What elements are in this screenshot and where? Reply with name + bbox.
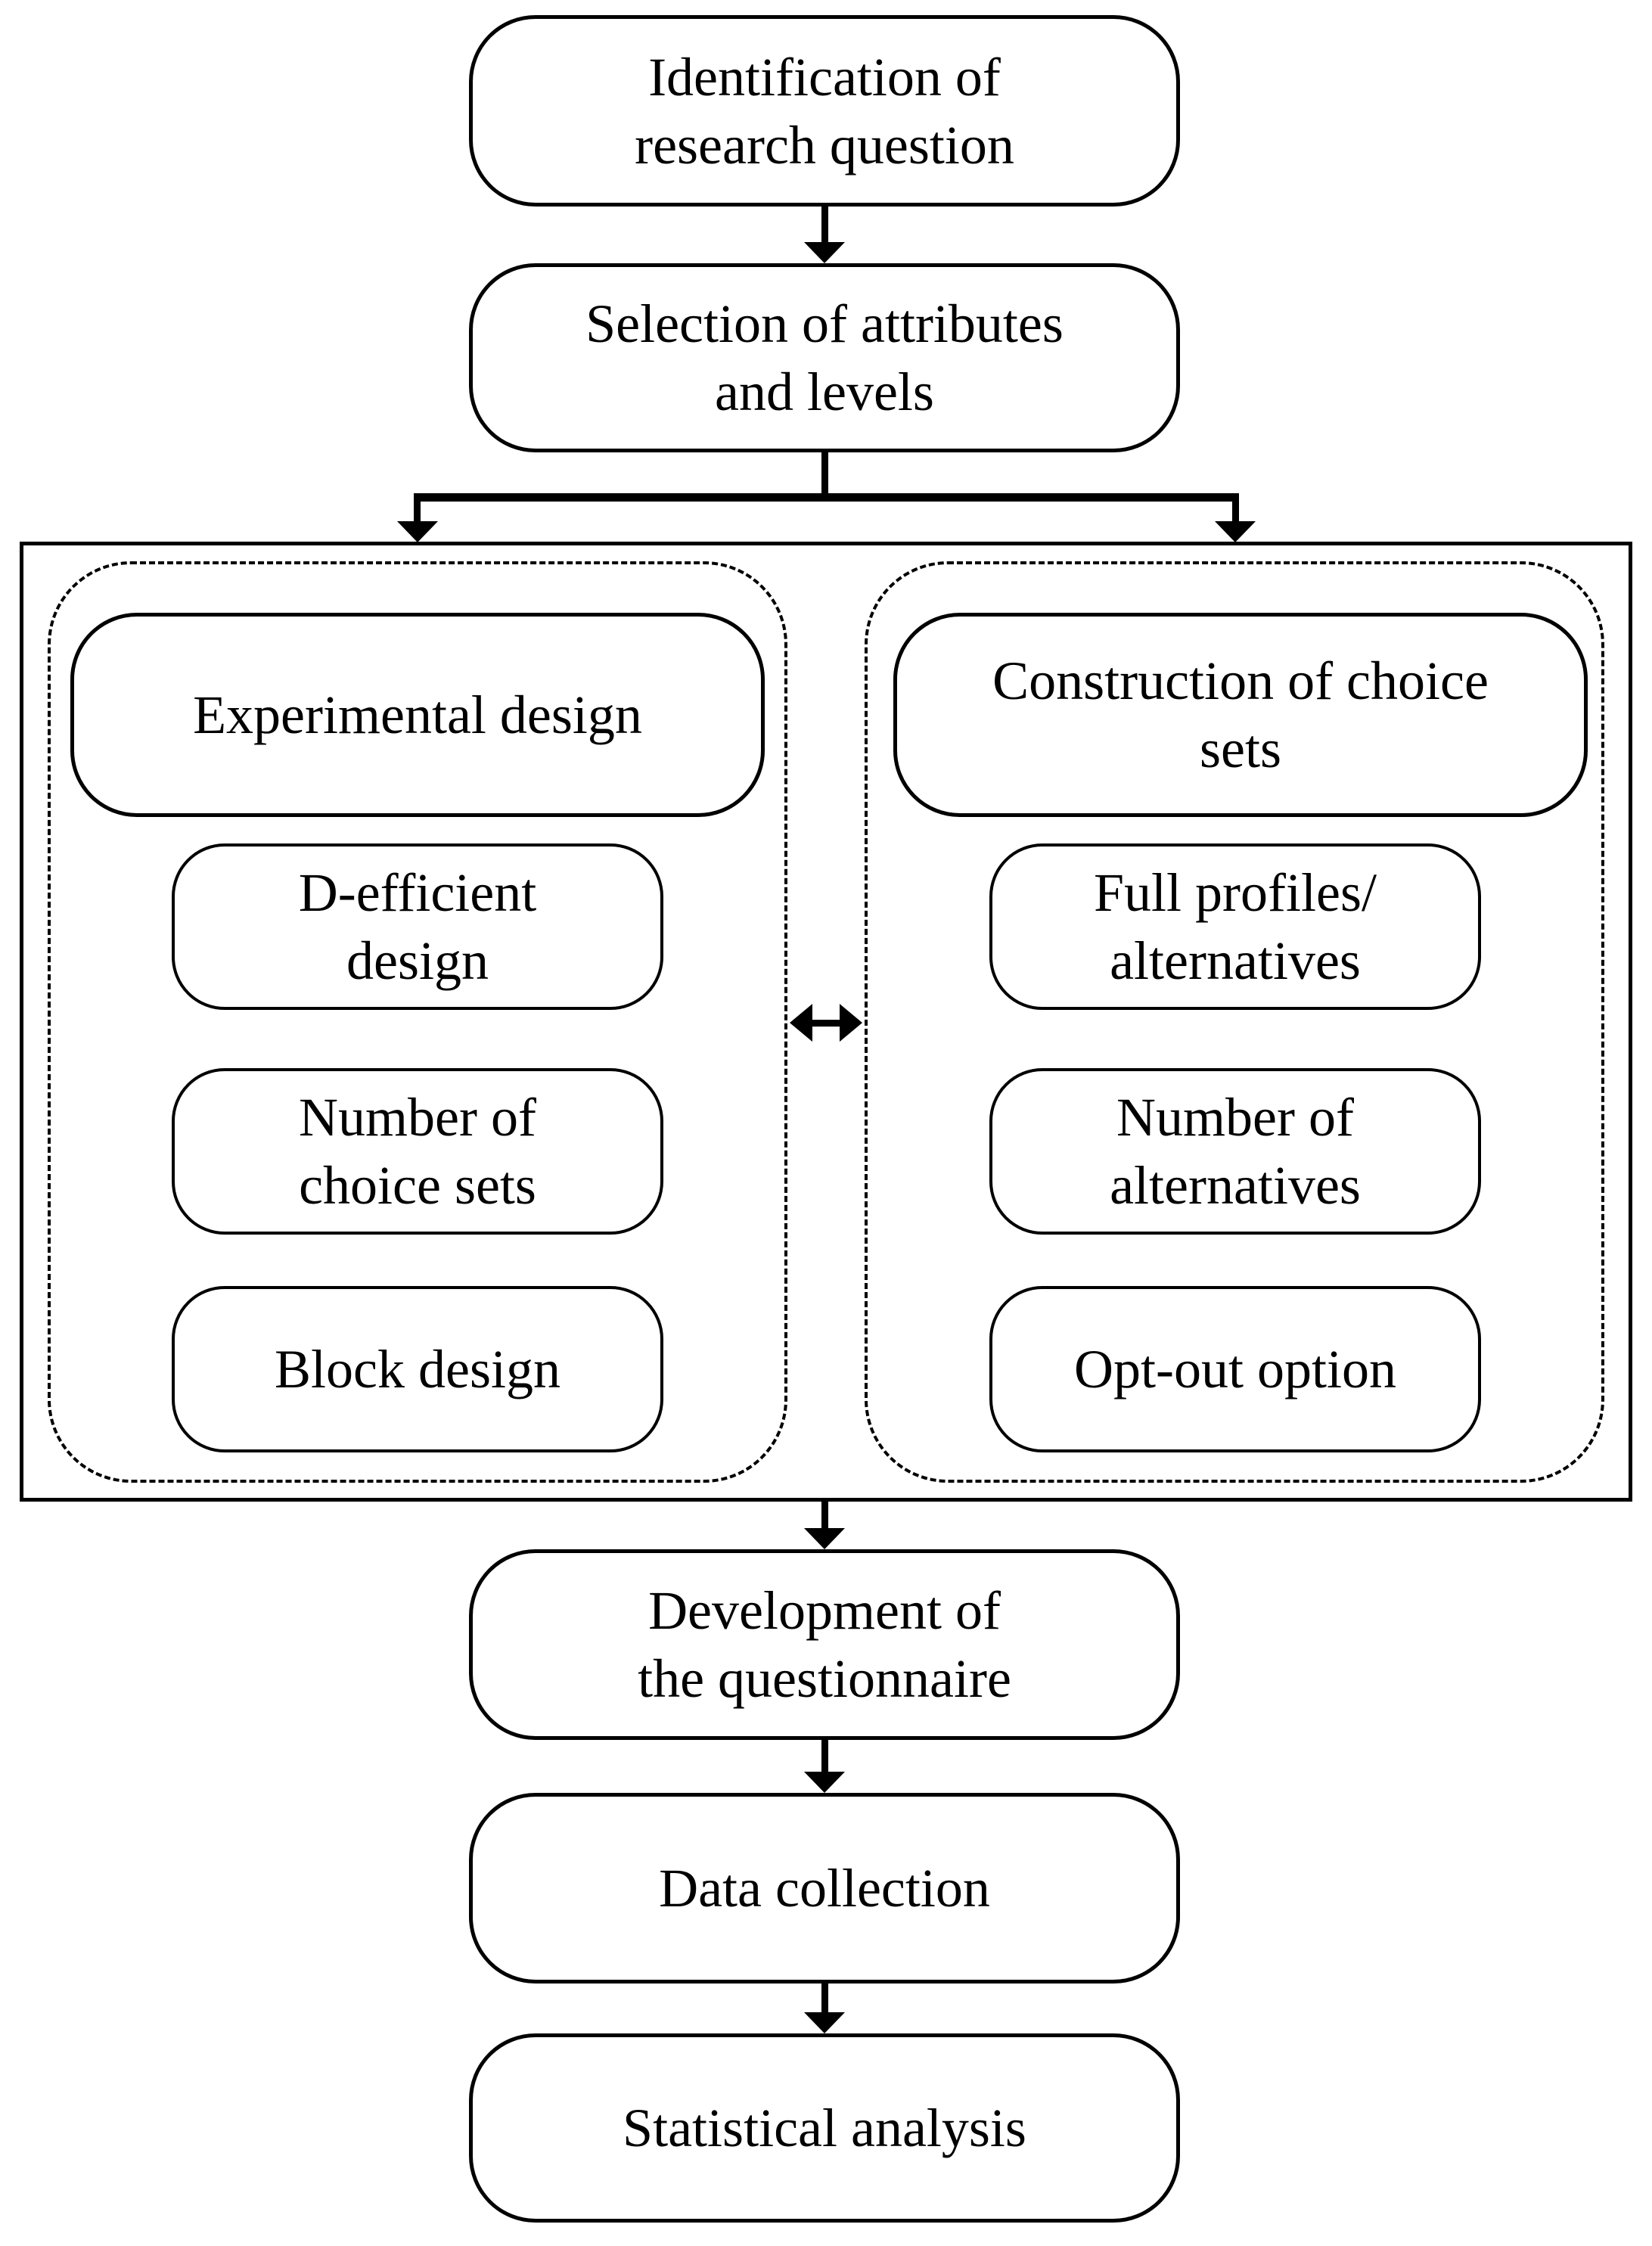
box-label-line: and levels — [715, 362, 934, 422]
box-label-line: design — [346, 930, 489, 991]
number-of-choice-sets-box: Number of choice sets — [172, 1068, 663, 1235]
d-efficient-design-box: D-efficient design — [172, 843, 663, 1010]
box-label-line: sets — [1200, 719, 1281, 779]
box-label-line: Construction of choice — [992, 651, 1489, 711]
full-profiles-alternatives-box: Full profiles/ alternatives — [989, 843, 1481, 1010]
double-arrow-right-head — [840, 1004, 862, 1042]
box-label-line: alternatives — [1110, 930, 1361, 991]
arrow-panel-to-development-shaft — [821, 1500, 828, 1530]
selection-of-attributes-and-levels-box: Selection of attributes and levels — [469, 263, 1180, 452]
box-label-line: D-efficient — [298, 862, 537, 923]
box-label-line: Experimental design — [193, 685, 642, 745]
arrow-branch-left-head — [397, 521, 438, 542]
box-label-line: Data collection — [659, 1858, 990, 1918]
development-of-questionnaire-box: Development of the questionnaire — [469, 1549, 1180, 1740]
block-design-box: Block design — [172, 1286, 663, 1452]
box-label-line: choice sets — [299, 1155, 536, 1216]
box-label-line: alternatives — [1110, 1155, 1361, 1216]
experimental-design-box: Experimental design — [70, 613, 765, 817]
box-label-line: Block design — [275, 1339, 560, 1399]
arrow-data-collection-to-statistical-analysis-shaft — [821, 1984, 828, 2014]
box-label-line: Selection of attributes — [585, 294, 1064, 354]
arrow-branch-right-shaft — [1232, 502, 1239, 523]
arrow-identification-to-selection-head — [804, 242, 845, 263]
box-label-line: the questionnaire — [638, 1648, 1011, 1709]
arrow-identification-to-selection-shaft — [821, 207, 828, 243]
opt-out-option-box: Opt-out option — [989, 1286, 1481, 1452]
box-label-line: Number of — [299, 1087, 536, 1148]
arrow-branch-right-head — [1215, 521, 1256, 542]
box-label-line: Number of — [1116, 1087, 1354, 1148]
arrow-development-to-data-collection-head — [804, 1772, 845, 1793]
branch-connector-bar — [414, 493, 1239, 502]
double-arrow-shaft — [809, 1020, 843, 1027]
box-label-line: Development of — [648, 1580, 1001, 1641]
box-label-line: Statistical analysis — [623, 2098, 1026, 2158]
arrow-data-collection-to-statistical-analysis-head — [804, 2012, 845, 2033]
construction-of-choice-sets-box: Construction of choice sets — [893, 613, 1588, 817]
number-of-alternatives-box: Number of alternatives — [989, 1068, 1481, 1235]
box-label-line: research question — [635, 114, 1014, 176]
double-arrow-left-head — [790, 1004, 812, 1042]
data-collection-box: Data collection — [469, 1793, 1180, 1984]
arrow-panel-to-development-head — [804, 1528, 845, 1549]
statistical-analysis-box: Statistical analysis — [469, 2033, 1180, 2223]
identification-of-research-question-box: Identification of research question — [469, 15, 1180, 207]
arrow-branch-left-shaft — [414, 502, 421, 523]
box-label-line: Opt-out option — [1074, 1339, 1396, 1399]
box-label-line: Full profiles/ — [1094, 862, 1377, 923]
box-label-line: Identification of — [648, 46, 1001, 107]
branch-connector-stem — [821, 452, 828, 494]
arrow-development-to-data-collection-shaft — [821, 1740, 828, 1773]
